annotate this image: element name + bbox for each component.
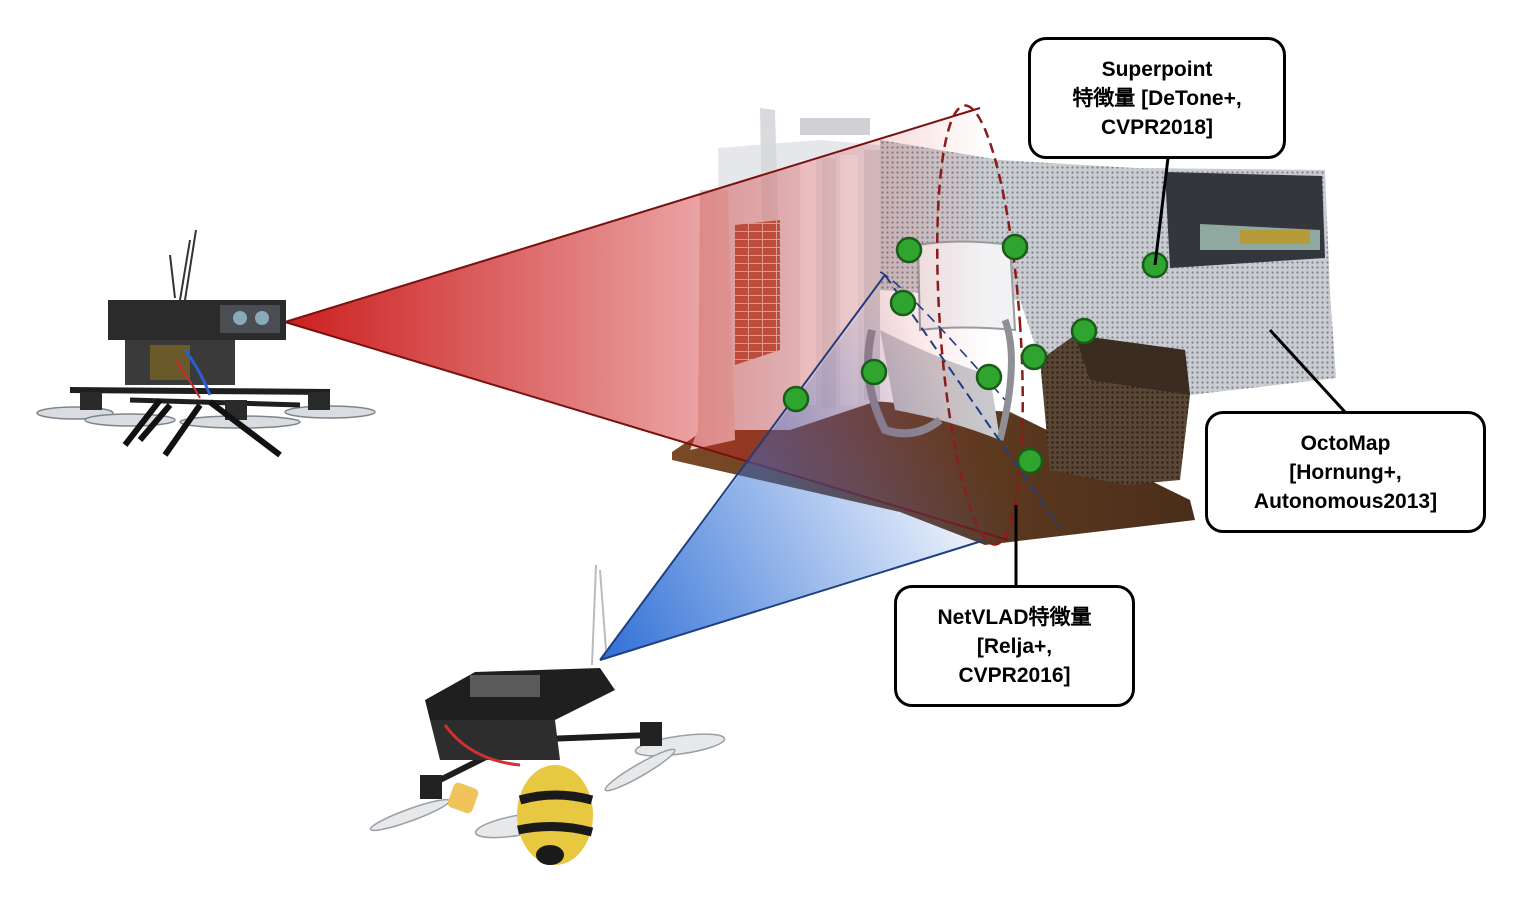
superpoint-line-1: Superpoint: [1101, 57, 1213, 81]
octomap-line-3: Autonomous2013]: [1253, 489, 1438, 513]
large-drone-icon: [36, 229, 376, 458]
feature-point-icon: [889, 289, 917, 317]
feature-point-icon: [1020, 343, 1048, 371]
dashed-ellipse: [935, 104, 1025, 546]
netvlad-line-2: [Relja+,: [976, 634, 1053, 658]
feature-point-icon: [895, 236, 923, 264]
superpoint-line-2: 特徴量 [DeTone+,: [1072, 86, 1242, 110]
feature-point-icon: [1070, 317, 1098, 345]
superpoint-line-3: CVPR2018]: [1100, 115, 1214, 139]
small-drone-view-frustum: [599, 271, 1061, 661]
small-drone-icon: [369, 564, 726, 865]
superpoint-callout: Superpoint 特徴量 [DeTone+, CVPR2018]: [1028, 37, 1286, 159]
feature-point-icon: [975, 363, 1003, 391]
netvlad-line-3: CVPR2016]: [958, 663, 1071, 687]
feature-point-icon: [782, 385, 810, 413]
octomap-line-1: OctoMap: [1300, 431, 1391, 455]
leader-lines: [1014, 157, 1347, 585]
feature-point-icon: [1016, 447, 1044, 475]
feature-point-icon: [1001, 233, 1029, 261]
octomap-callout: OctoMap [Hornung+, Autonomous2013]: [1205, 411, 1486, 533]
feature-point-icon: [860, 358, 888, 386]
octomap-line-2: [Hornung+,: [1289, 460, 1402, 484]
netvlad-callout: NetVLAD特徴量 [Relja+, CVPR2016]: [894, 585, 1135, 707]
netvlad-line-1: NetVLAD特徴量: [937, 605, 1092, 629]
